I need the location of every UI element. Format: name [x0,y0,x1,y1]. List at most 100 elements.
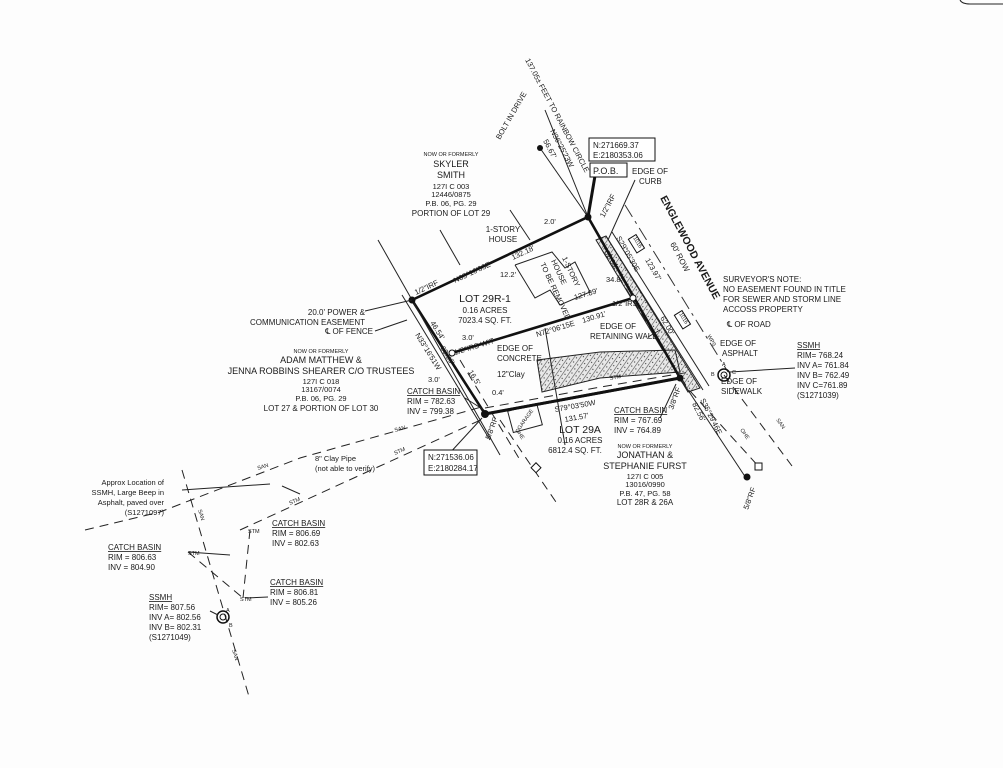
svg-text:B: B [711,372,715,378]
iron-pin-icon [448,349,456,357]
svg-text:SSMH: SSMH [149,593,172,602]
svg-text:NOW OR FORMERLY: NOW OR FORMERLY [294,349,349,355]
house-footprint [514,251,591,306]
svg-text:12"Clay: 12"Clay [497,370,525,379]
manhole-icon [717,368,731,382]
svg-text:SAN: SAN [394,425,407,434]
svg-text:LOT 29A: LOT 29A [559,424,601,436]
cb-marker: STM [240,597,252,603]
svg-text:CATCH BASIN: CATCH BASIN [407,387,460,396]
svg-text:INV C=761.89: INV C=761.89 [797,381,848,390]
san-line-east [484,371,691,409]
svg-text:RIM = 806.63: RIM = 806.63 [108,553,157,562]
svg-text:A: A [722,362,726,368]
svg-text:5/8"RF: 5/8"RF [741,486,757,511]
pob-north: N:271669.37 [593,141,639,150]
svg-text:Asphalt, paved over: Asphalt, paved over [98,498,165,507]
sw-east: E:2180284.17 [428,464,478,473]
north-owner-label: NOW OR FORMERLY SKYLER SMITH 127I C 003 … [412,152,491,218]
svg-text:123.97': 123.97' [643,257,663,283]
svg-text:CATCH BASIN: CATCH BASIN [272,519,325,528]
svg-text:CATCH BASIN: CATCH BASIN [614,406,667,415]
manhole-icon [216,610,230,624]
svg-text:PORTION OF LOT 29: PORTION OF LOT 29 [412,209,491,218]
catch-basin-a-label: CATCH BASIN RIM = 806.69 INV = 802.63 [272,519,325,548]
svg-text:EDGE OF: EDGE OF [497,344,533,353]
fence-line [401,294,491,441]
svg-text:SIDEWALK: SIDEWALK [721,387,763,396]
svg-text:SSMH: SSMH [797,341,820,350]
svg-text:SAN: SAN [774,418,785,431]
svg-text:HOUSE: HOUSE [489,235,517,244]
pob-coordinate-box [588,137,656,162]
svg-text:STM: STM [609,374,622,382]
curb-line-2 [611,231,710,387]
svg-text:SMITH: SMITH [437,170,465,180]
svg-text:127I C 018: 127I C 018 [303,377,340,386]
svg-text:JONATHAN &: JONATHAN & [617,450,673,460]
curb-line [605,235,704,391]
rainbow-tie-line [544,109,589,218]
svg-text:LOT 28R & 26A: LOT 28R & 26A [617,498,674,507]
svg-text:3.0': 3.0' [428,375,440,384]
svg-text:127I C 003: 127I C 003 [433,182,470,191]
svg-text:0.4': 0.4' [492,388,504,397]
svg-text:ASPHALT: ASPHALT [722,349,758,358]
svg-text:127I C 005: 127I C 005 [627,472,664,481]
pob-box [589,162,628,178]
svg-text:SAN: SAN [230,649,239,662]
svg-text:RIM = 806.81: RIM = 806.81 [270,588,319,597]
svg-text:LOT 27 & PORTION OF LOT 30: LOT 27 & PORTION OF LOT 30 [264,404,379,413]
manhole-icon-inner [219,613,227,621]
svg-text:RIM = 767.69: RIM = 767.69 [614,416,663,425]
manhole-icon-inner [720,371,728,379]
svg-text:RIM= 807.56: RIM= 807.56 [149,603,196,612]
approx-ssmh-note: Approx Location of SSMH, Large Beep in A… [91,478,164,517]
svg-text:SAN: SAN [257,463,270,472]
sw-coordinate-box [423,449,478,476]
catch-basin-icon [676,374,684,382]
svg-text:INV = 805.26: INV = 805.26 [270,598,317,607]
svg-text:INV = 804.90: INV = 804.90 [108,563,155,572]
catch-basin-c-label: CATCH BASIN RIM = 806.81 INV = 805.26 [270,578,323,607]
traffic-sign-label: 1016 [631,236,643,250]
san-line-ssmh-east [723,374,793,467]
ohe-line-west [499,419,559,506]
svg-text:20.0' POWER &: 20.0' POWER & [308,308,366,317]
svg-text:P.B. 06, PG. 29: P.B. 06, PG. 29 [425,199,476,208]
traffic-sign-box-2 [673,309,692,330]
se-tie-line [679,377,747,479]
svg-text:EDGE OF: EDGE OF [632,167,668,176]
svg-text:LOT 29R-1: LOT 29R-1 [459,293,511,305]
iron-pin-icon [629,294,637,302]
lot-29a-label: LOT 29A 0.16 ACRES 6812.4 SQ. FT. [548,424,602,455]
svg-text:STEPHANIE FURST: STEPHANIE FURST [603,461,687,471]
svg-text:RIM = 806.69: RIM = 806.69 [272,529,321,538]
lot-division-line [451,296,634,355]
ohe-line-south [679,379,761,469]
pob-east: E:2180353.06 [593,151,643,160]
utility-lines [84,359,793,701]
svg-text:ACCOSS PROPERTY: ACCOSS PROPERTY [723,305,804,314]
svg-text:CATCH BASIN: CATCH BASIN [270,578,323,587]
svg-text:(not able to verify): (not able to verify) [315,464,376,473]
svg-text:CONCRETE: CONCRETE [497,354,542,363]
svg-text:INV = 802.63: INV = 802.63 [272,539,319,548]
svg-text:34.8': 34.8' [606,275,623,284]
lot-leader [544,327,566,446]
bolt-tie-line [539,147,589,218]
svg-text:RIM= 768.24: RIM= 768.24 [797,351,844,360]
svg-text:INV = 799.38: INV = 799.38 [407,407,454,416]
ssmh-east-label: SSMH RIM= 768.24 INV A= 761.84 INV B= 76… [797,341,850,400]
svg-text:12446/0875: 12446/0875 [431,190,471,199]
svg-text:131.57': 131.57' [564,411,590,424]
catch-basin-b-label: CATCH BASIN RIM = 806.63 INV = 804.90 [108,543,161,572]
west-owner-label: NOW OR FORMERLY ADAM MATTHEW & JENNA ROB… [228,349,415,413]
sw-north: N:271536.06 [428,453,474,462]
svg-text:OHE: OHE [738,428,750,441]
svg-text:C: C [732,370,736,376]
surveyors-note: SURVEYOR'S NOTE: NO EASEMENT FOUND IN TI… [723,275,846,314]
svg-text:SKYLER: SKYLER [433,159,469,169]
pob-leader [586,169,598,218]
svg-text:P.B. 47, PG. 58: P.B. 47, PG. 58 [619,489,670,498]
